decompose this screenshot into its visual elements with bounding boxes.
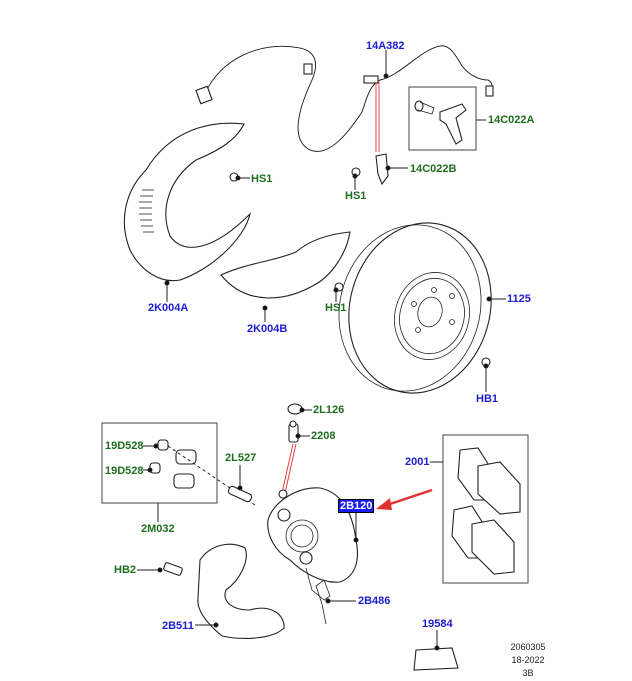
guide-bushings[interactable] [149,439,197,489]
brake-pads-frame [442,434,529,584]
brake-pads[interactable] [451,447,521,575]
grease-pack[interactable] [413,647,459,671]
label-2m032[interactable]: 2M032 [141,523,175,535]
label-hs1-low[interactable]: HS1 [325,302,347,314]
bracket-a-frame [408,86,477,151]
label-14c022b[interactable]: 14C022B [410,163,457,175]
highlight-arrow [376,488,433,510]
caliper-carrier[interactable] [197,543,285,639]
sensor-bracket-a[interactable] [414,100,467,145]
anti-rattle-spring[interactable] [305,567,331,625]
label-2b120-highlighted[interactable]: 2B120 [337,499,375,513]
bleed-screw[interactable] [288,420,299,443]
footer-ref-date: 18-2022 [511,655,545,665]
splash-shield-a[interactable] [123,122,251,282]
label-hs1-mid[interactable]: HS1 [345,190,367,202]
footer-ref-code: 3B [522,668,534,678]
footer-ref-number: 2060305 [510,642,546,652]
wheel-speed-sensor-wire[interactable] [195,45,494,152]
sensor-bracket-b[interactable] [351,153,389,186]
hb2-bolt[interactable] [163,562,183,576]
label-14a382[interactable]: 14A382 [366,40,405,52]
brake-caliper[interactable] [267,487,358,583]
label-hb2[interactable]: HB2 [114,564,137,576]
label-14c022a[interactable]: 14C022A [488,114,535,126]
guide-pin[interactable] [227,485,253,503]
label-19d528-2[interactable]: 19D528 [105,465,144,477]
label-19584[interactable]: 19584 [422,618,453,630]
label-2b511[interactable]: 2B511 [162,620,194,632]
label-2001[interactable]: 2001 [405,456,430,468]
label-2k004b[interactable]: 2K004B [247,323,288,335]
label-hs1-top[interactable]: HS1 [251,173,273,185]
label-2l126[interactable]: 2L126 [313,404,345,416]
label-2208[interactable]: 2208 [311,430,336,442]
label-19d528-1[interactable]: 19D528 [105,440,144,452]
label-2b486[interactable]: 2B486 [358,595,391,607]
label-2l527[interactable]: 2L527 [225,452,257,464]
label-hb1[interactable]: HB1 [476,393,499,405]
splash-shield-b[interactable] [220,231,351,299]
label-2k004a[interactable]: 2K004A [148,302,189,314]
brake-disc[interactable] [321,207,510,409]
caliper-kit-frame [101,422,218,504]
label-1125[interactable]: 1125 [507,293,531,305]
